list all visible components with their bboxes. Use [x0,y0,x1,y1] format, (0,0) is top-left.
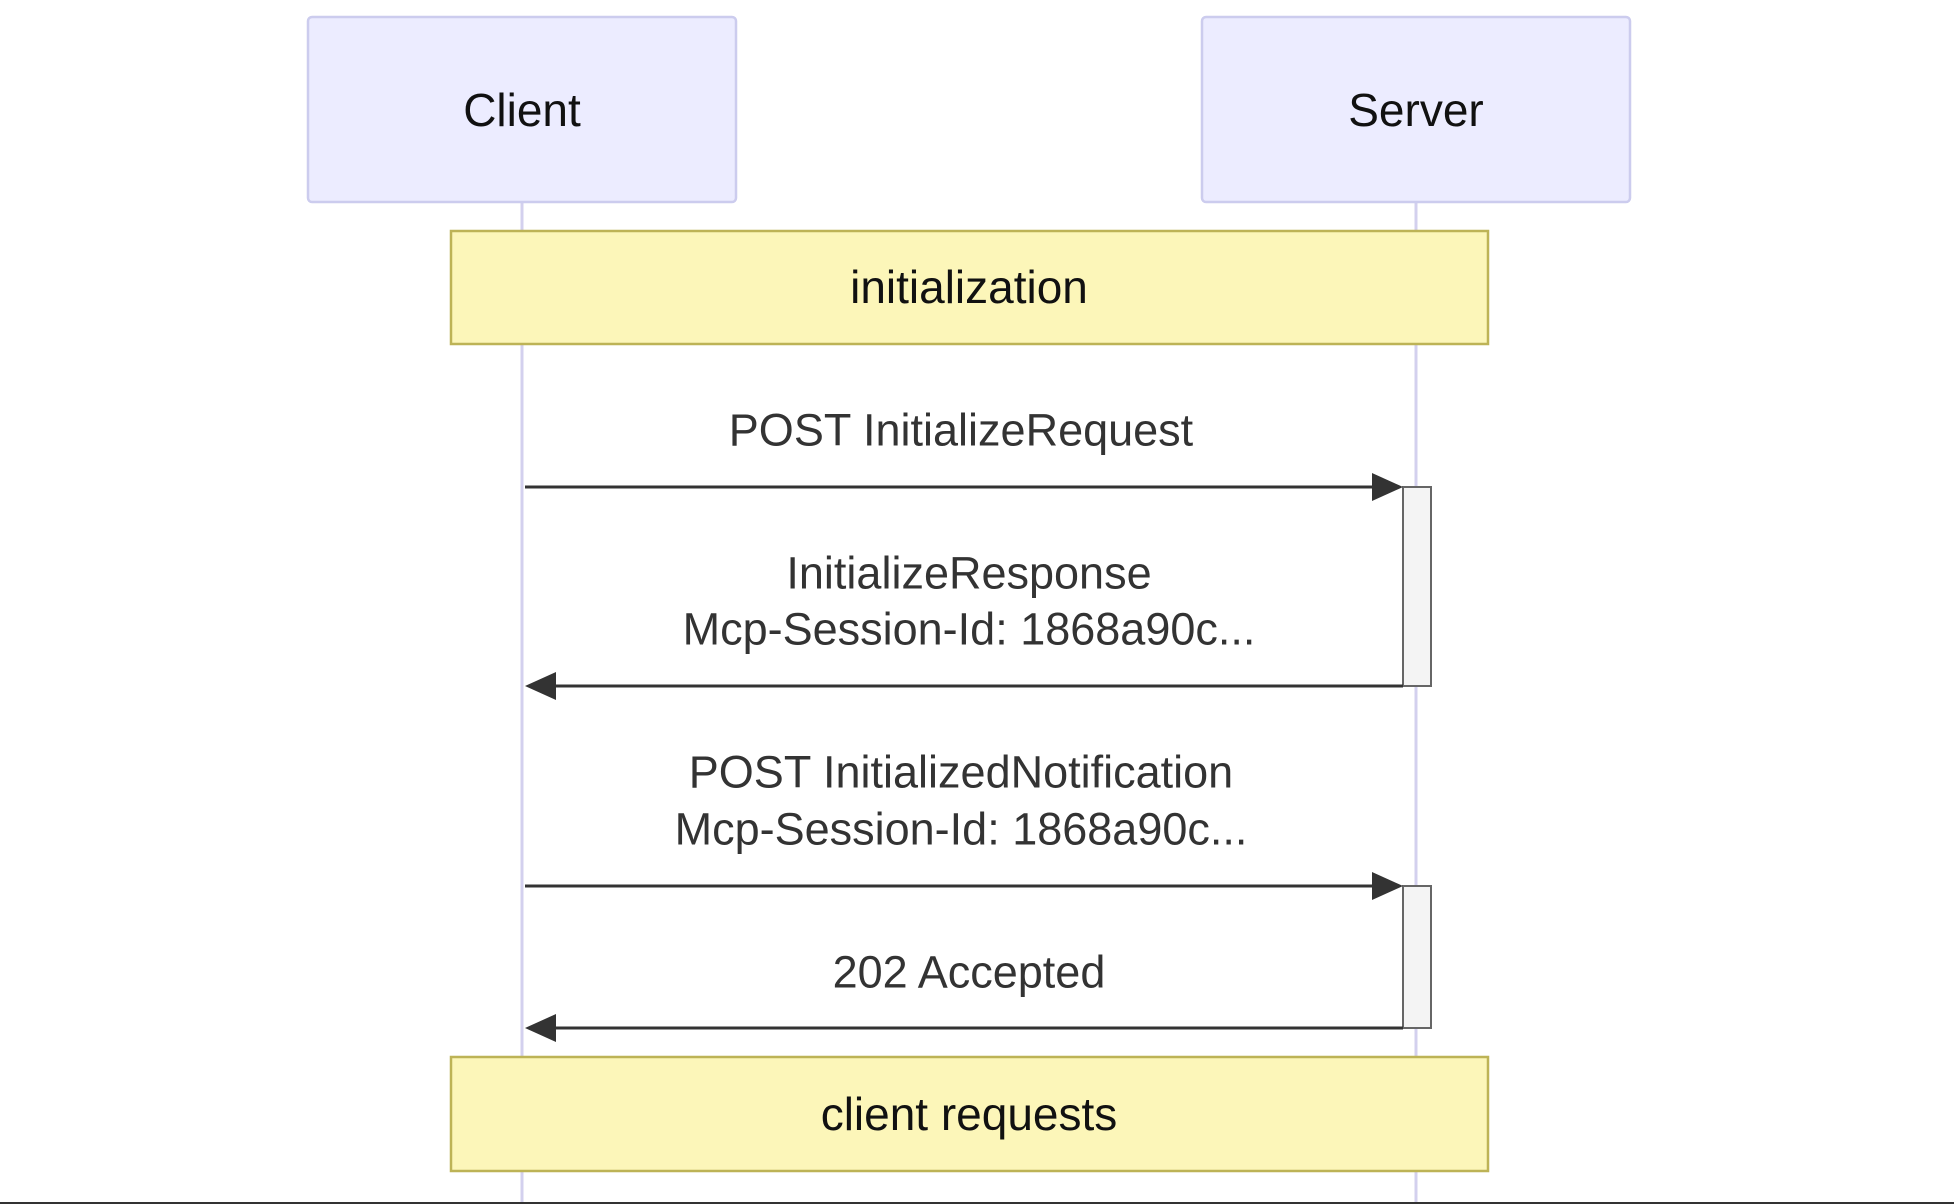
actor-client: Client [306,15,738,204]
message-2-label-line-2: Mcp-Session-Id: 1868a90c... [683,604,1256,655]
message-2-label-line-1: InitializeResponse [786,548,1151,599]
actor-server: Server [1200,15,1632,204]
server-activation-1 [1402,486,1432,687]
server-activation-2 [1402,885,1432,1029]
message-initialized-notification: POST InitializedNotification Mcp-Session… [525,747,1403,900]
actor-server-label: Server [1348,84,1483,136]
note-initialization: initialization [449,229,1490,346]
message-4-label: 202 Accepted [833,947,1106,998]
arrowhead-right-icon [1372,473,1403,501]
message-initialize-response: InitializeResponse Mcp-Session-Id: 1868a… [525,548,1403,700]
message-1-label: POST InitializeRequest [729,405,1194,456]
note-client-requests-label: client requests [821,1088,1118,1140]
note-client-requests-box [449,1055,1490,1173]
note-initialization-box [449,229,1490,346]
message-3-label-line-2: Mcp-Session-Id: 1868a90c... [675,804,1248,855]
actor-client-label: Client [463,84,581,136]
arrowhead-left-icon [525,1014,556,1042]
arrowhead-left-icon [525,672,556,700]
actor-server-box [1200,15,1632,204]
message-initialize-request: POST InitializeRequest [525,405,1403,501]
message-202-accepted: 202 Accepted [525,947,1403,1042]
actor-client-box [306,15,738,204]
note-client-requests: client requests [449,1055,1490,1173]
note-initialization-label: initialization [850,261,1088,313]
arrowhead-right-icon [1372,872,1403,900]
message-3-label-line-1: POST InitializedNotification [689,747,1233,798]
